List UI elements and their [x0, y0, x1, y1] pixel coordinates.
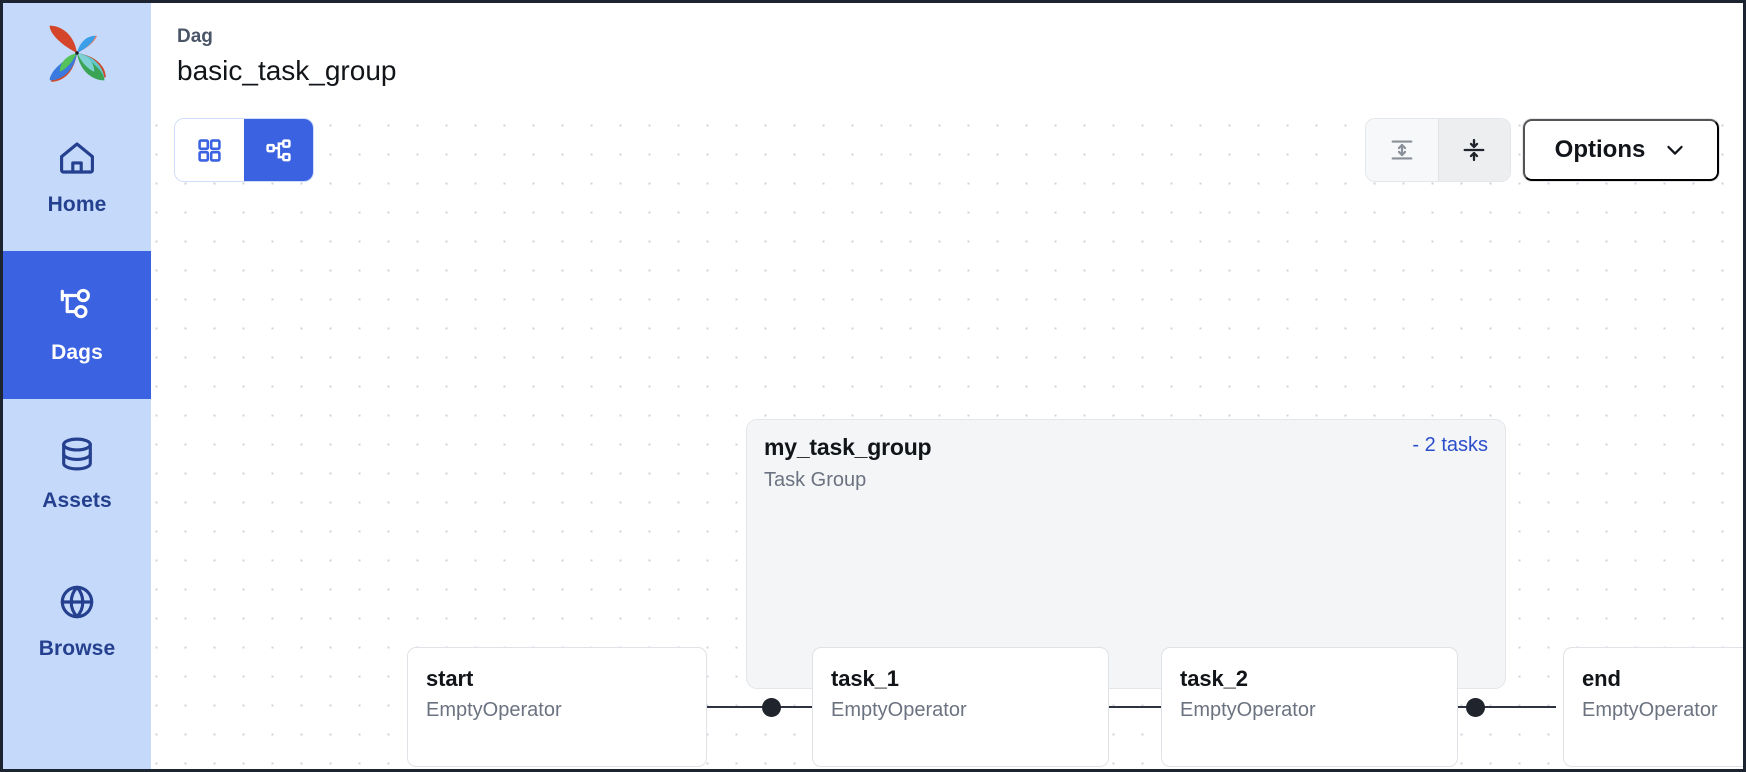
dag-graph: my_task_group Task Group - 2 tasks start… — [151, 107, 1743, 769]
sidebar-item-dags[interactable]: Dags — [3, 251, 151, 399]
sidebar-item-label-browse: Browse — [38, 637, 116, 660]
graph-toolbar: Options — [1366, 119, 1719, 181]
task-node-end[interactable]: end EmptyOperator — [1563, 647, 1743, 767]
chevron-down-icon — [1667, 145, 1683, 155]
graph-canvas[interactable]: Options my_task_group Task Group - 2 tas… — [151, 107, 1743, 769]
breadcrumb-dag-label: Dag — [177, 26, 213, 47]
graph-icon — [266, 138, 291, 161]
task-group-collapse-toggle[interactable]: - 2 tasks — [1412, 434, 1488, 456]
layout-button-group — [1366, 119, 1510, 181]
grid-icon — [198, 138, 221, 162]
task-node-title-start: start — [426, 666, 474, 691]
expand-all-button[interactable] — [1366, 119, 1438, 181]
task-group-header: my_task_group Task Group — [764, 432, 932, 495]
task-node-subtitle-end: EmptyOperator — [1582, 698, 1718, 721]
edge-dot-group-output — [1466, 698, 1485, 717]
sidebar: Home Dags Assets — [3, 3, 151, 769]
home-icon — [60, 142, 94, 174]
task-node-title-end: end — [1582, 666, 1621, 691]
task-node-title-task_1: task_1 — [831, 666, 899, 691]
airflow-pinwheel-logo — [49, 25, 106, 82]
options-button-label: Options — [1554, 136, 1646, 163]
grid-view-button[interactable] — [175, 119, 244, 181]
task-group-title: my_task_group — [764, 434, 932, 460]
options-button[interactable]: Options — [1523, 119, 1719, 181]
main-content: Dag basic_task_group — [151, 3, 1743, 769]
sidebar-item-label-home: Home — [47, 193, 107, 216]
edge-task_2-to-end — [1446, 706, 1556, 708]
sidebar-item-label-dags: Dags — [51, 341, 103, 364]
logo-container[interactable] — [3, 3, 151, 103]
task-node-task_1[interactable]: task_1 EmptyOperator — [812, 647, 1109, 767]
database-icon — [62, 437, 92, 471]
arrows-out-line-vertical-icon — [1391, 140, 1413, 160]
task-node-subtitle-start: EmptyOperator — [426, 698, 562, 721]
edge-dot-group-input — [762, 698, 781, 717]
sidebar-item-home[interactable]: Home — [3, 103, 151, 251]
globe-icon — [60, 585, 94, 619]
edge-start-to-task_1 — [704, 706, 814, 708]
task-group-my_task_group[interactable]: my_task_group Task Group - 2 tasks — [746, 419, 1506, 689]
sidebar-item-browse[interactable]: Browse — [3, 547, 151, 695]
task-group-subtitle: Task Group — [764, 469, 867, 492]
sidebar-item-assets[interactable]: Assets — [3, 399, 151, 547]
page-title: basic_task_group — [177, 54, 397, 86]
collapse-all-button[interactable] — [1438, 119, 1510, 181]
task-node-task_2[interactable]: task_2 EmptyOperator — [1161, 647, 1458, 767]
arrows-in-line-vertical-icon — [1463, 138, 1485, 162]
task-node-start[interactable]: start EmptyOperator — [407, 647, 707, 767]
edge-task_1-to-task_2 — [1106, 706, 1164, 708]
view-toggle-group — [175, 119, 313, 181]
sidebar-item-label-assets: Assets — [42, 489, 112, 512]
task-node-subtitle-task_1: EmptyOperator — [831, 698, 967, 721]
task-node-subtitle-task_2: EmptyOperator — [1180, 698, 1316, 721]
dag-icon — [60, 288, 90, 319]
graph-view-button[interactable] — [244, 119, 313, 181]
page-header: Dag basic_task_group — [151, 3, 1743, 91]
task-node-title-task_2: task_2 — [1180, 666, 1248, 691]
